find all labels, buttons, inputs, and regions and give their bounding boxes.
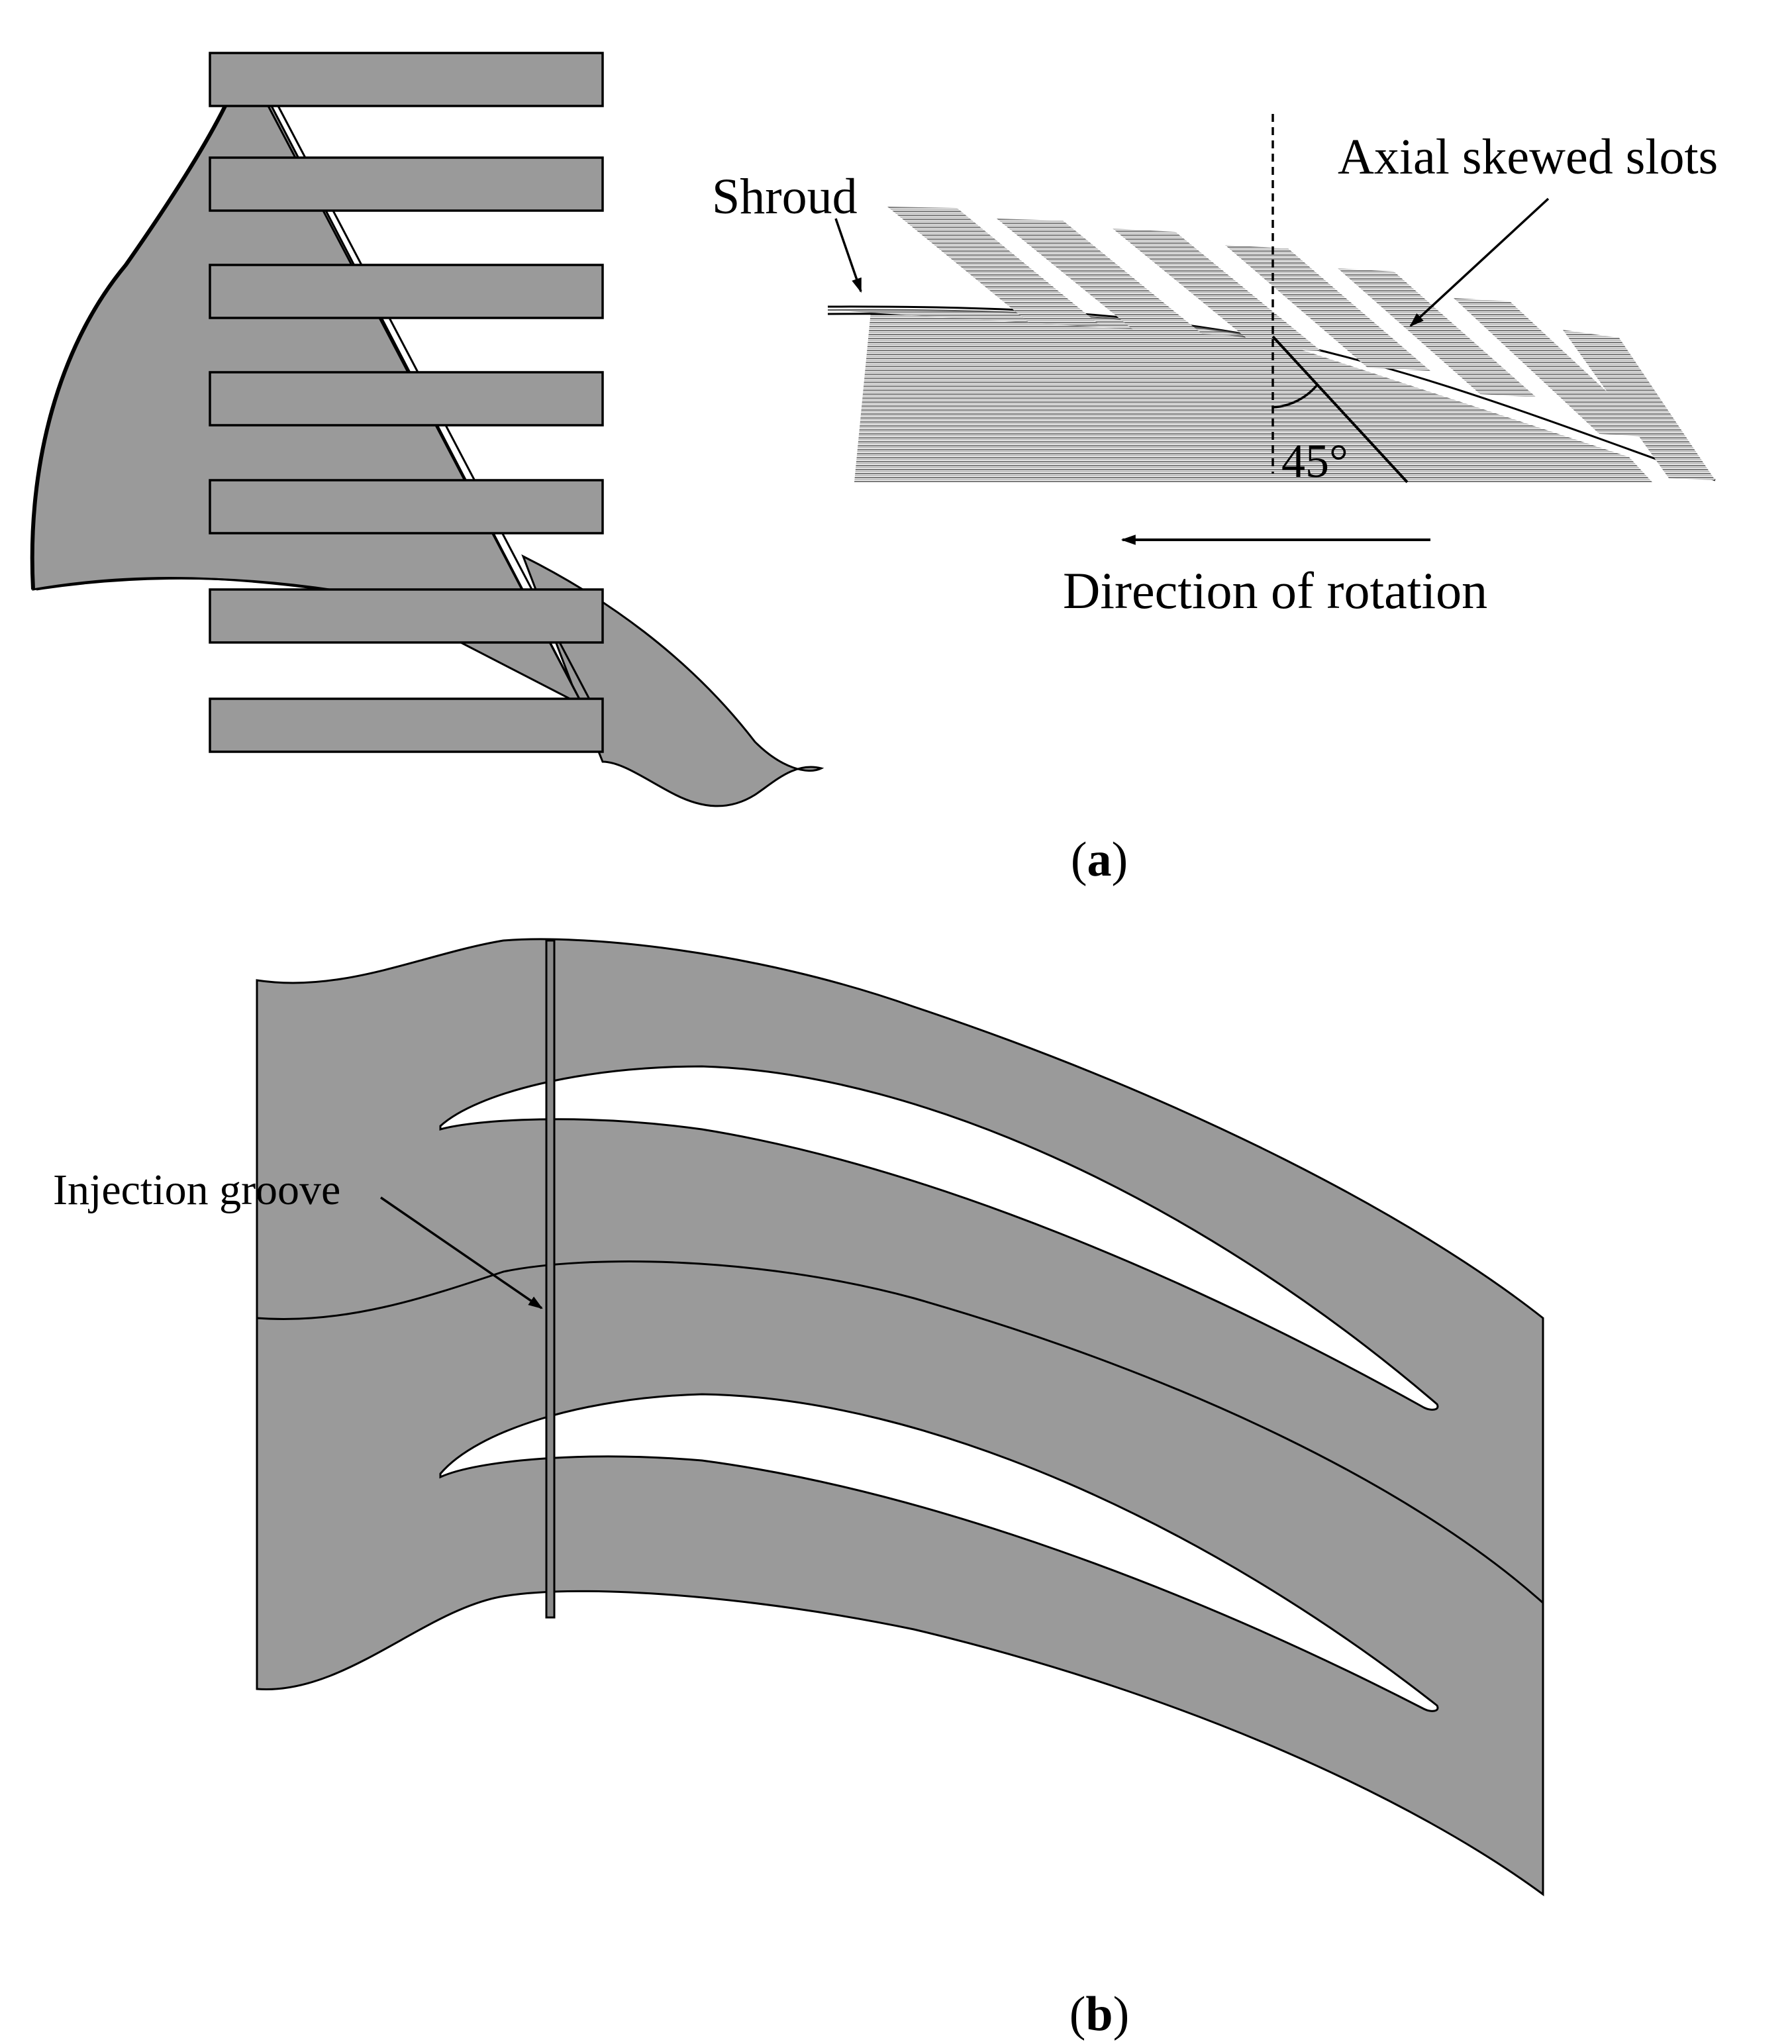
slot-5 bbox=[1338, 268, 1536, 397]
skew-angle-line bbox=[1271, 335, 1409, 484]
slot-6 bbox=[1454, 298, 1656, 437]
groove-rect-1 bbox=[209, 52, 604, 107]
slot-3 bbox=[1113, 229, 1321, 351]
panel-a-meridional-view bbox=[30, 52, 824, 807]
rotation-label: Direction of rotation bbox=[1063, 562, 1487, 619]
blade-body bbox=[854, 311, 1652, 482]
slots-arrow bbox=[1409, 197, 1550, 327]
groove-rect-7 bbox=[209, 697, 604, 753]
slot-7 bbox=[1563, 330, 1715, 480]
blade-1 bbox=[439, 1065, 1439, 1411]
panel-a-caption: (a) bbox=[1071, 833, 1128, 887]
shroud-arrow bbox=[834, 218, 862, 293]
blade-2 bbox=[439, 1393, 1439, 1712]
groove-rect-3 bbox=[209, 264, 604, 319]
groove-rect-6 bbox=[209, 588, 604, 644]
angle-arc bbox=[1272, 383, 1319, 409]
shroud-label: Shroud bbox=[712, 169, 858, 225]
panel-a-slots-view: Shroud Axial skewed slots 45° Direction … bbox=[712, 114, 1718, 619]
passage-domain bbox=[256, 938, 1544, 1896]
groove-label: Injection groove bbox=[53, 1166, 340, 1214]
slot-4 bbox=[1225, 245, 1430, 371]
groove-rect-4 bbox=[209, 371, 604, 427]
panel-b-blade-to-blade: Injection groove bbox=[53, 938, 1544, 1896]
hub-contour bbox=[30, 105, 227, 590]
angle-label: 45° bbox=[1281, 434, 1348, 487]
injection-groove bbox=[545, 939, 556, 1619]
periodic-boundary bbox=[256, 1260, 1544, 1604]
groove-rect-5 bbox=[209, 479, 604, 535]
slots-label: Axial skewed slots bbox=[1338, 129, 1718, 185]
slot-2 bbox=[997, 219, 1209, 339]
panel-b-caption: (b) bbox=[1070, 1987, 1129, 2041]
slot-1 bbox=[887, 207, 1099, 325]
groove-arrow bbox=[380, 1196, 543, 1309]
groove-rect-2 bbox=[209, 156, 604, 212]
